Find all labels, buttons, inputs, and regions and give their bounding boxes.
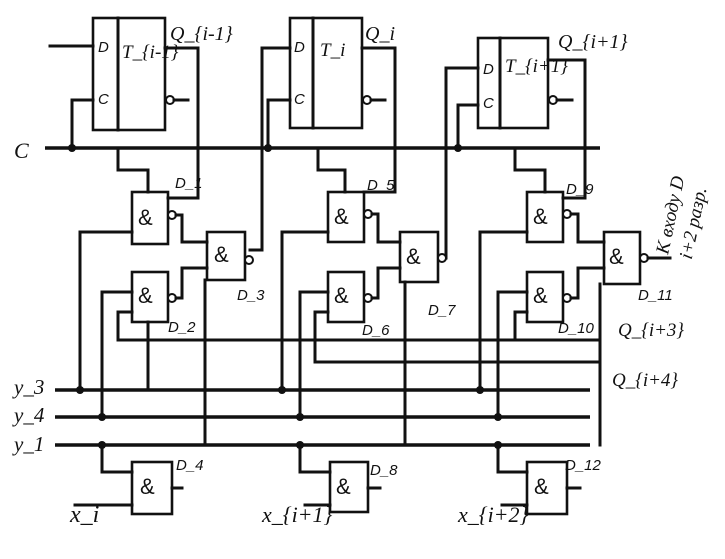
gate-d6: & D_6 [326, 270, 390, 339]
ff3-output-label: Q_{i+1} [558, 31, 628, 53]
ff1-output-label: Q_{i-1} [170, 23, 233, 45]
gate-d3: & D_3 [205, 230, 265, 304]
svg-text:&: & [214, 242, 229, 267]
output-label-q-i3: Q_{i+3} [618, 320, 684, 341]
flipflop-t-i: D C T_i Q_i [248, 16, 397, 252]
gate-d2: & D_2 [130, 270, 196, 336]
svg-text:&: & [334, 283, 349, 308]
clock-bus: C [14, 138, 600, 163]
ff1-name: T_{i-1} [122, 42, 179, 63]
wires-group-2 [280, 146, 602, 507]
input-label-xi: x_i [69, 502, 99, 528]
svg-text:&: & [336, 474, 351, 499]
flipflop-t-im1: D C T_{i-1} Q_{i-1} [48, 16, 233, 200]
svg-text:&: & [533, 283, 548, 308]
gate-d6-label: D_6 [362, 322, 390, 339]
ff3-d-pin: D [483, 61, 494, 78]
ff2-c-pin: C [294, 91, 305, 108]
ff3-c-pin: C [483, 95, 494, 112]
clock-label: C [14, 138, 29, 163]
gate-d12: & D_12 [525, 457, 602, 516]
gate-d9-label: D_9 [566, 181, 594, 198]
gate-d4-label: D_4 [176, 457, 204, 474]
bus-label-y4: y_4 [12, 403, 45, 427]
svg-text:&: & [406, 244, 421, 269]
ff2-d-pin: D [294, 39, 305, 56]
gate-d8-label: D_8 [370, 462, 398, 479]
gate-d2-label: D_2 [168, 319, 196, 336]
gate-d3-label: D_3 [237, 287, 265, 304]
ff2-name: T_i [320, 40, 345, 61]
svg-text:&: & [138, 283, 153, 308]
gate-d7: & D_7 [398, 230, 456, 319]
svg-text:&: & [609, 244, 624, 269]
ff1-c-pin: C [98, 91, 109, 108]
gate-d9: & D_9 [525, 181, 594, 244]
gate-d7-label: D_7 [428, 302, 456, 319]
svg-text:&: & [140, 474, 155, 499]
output-label-q-i4: Q_{i+4} [612, 370, 678, 391]
flipflop-t-ip1: D C T_{i+1} Q_{i+1} [438, 31, 628, 260]
ff1-d-pin: D [98, 39, 109, 56]
gate-d12-label: D_12 [565, 457, 602, 474]
gate-d5-label: D_5 [367, 177, 395, 194]
gate-d10-label: D_10 [558, 320, 595, 337]
svg-text:&: & [334, 204, 349, 229]
gate-d5: & D_5 [326, 177, 395, 244]
input-label-xi2: x_{i+2} [457, 502, 529, 527]
gate-d1-label: D_1 [175, 175, 203, 192]
wires-group-1 [73, 146, 602, 507]
svg-text:&: & [533, 204, 548, 229]
gate-d11-label: D_11 [638, 287, 673, 304]
gate-d11: & D_11 [602, 230, 673, 304]
wires-group-3 [478, 146, 672, 507]
input-label-xi1: x_{i+1} [261, 502, 333, 527]
output-note: К входу D i+2 разр. [652, 174, 711, 261]
gate-d1: & D_1 [130, 175, 203, 246]
gate-d4: & D_4 [130, 457, 204, 516]
gate-d10: & D_10 [525, 270, 595, 337]
bus-label-y1: y_1 [12, 432, 44, 456]
svg-text:&: & [138, 205, 153, 230]
gate-d8: & D_8 [328, 460, 398, 514]
bus-label-y3: y_3 [12, 375, 44, 399]
svg-text:&: & [534, 474, 549, 499]
junctions [68, 144, 502, 449]
ff2-output-label: Q_i [365, 23, 395, 45]
